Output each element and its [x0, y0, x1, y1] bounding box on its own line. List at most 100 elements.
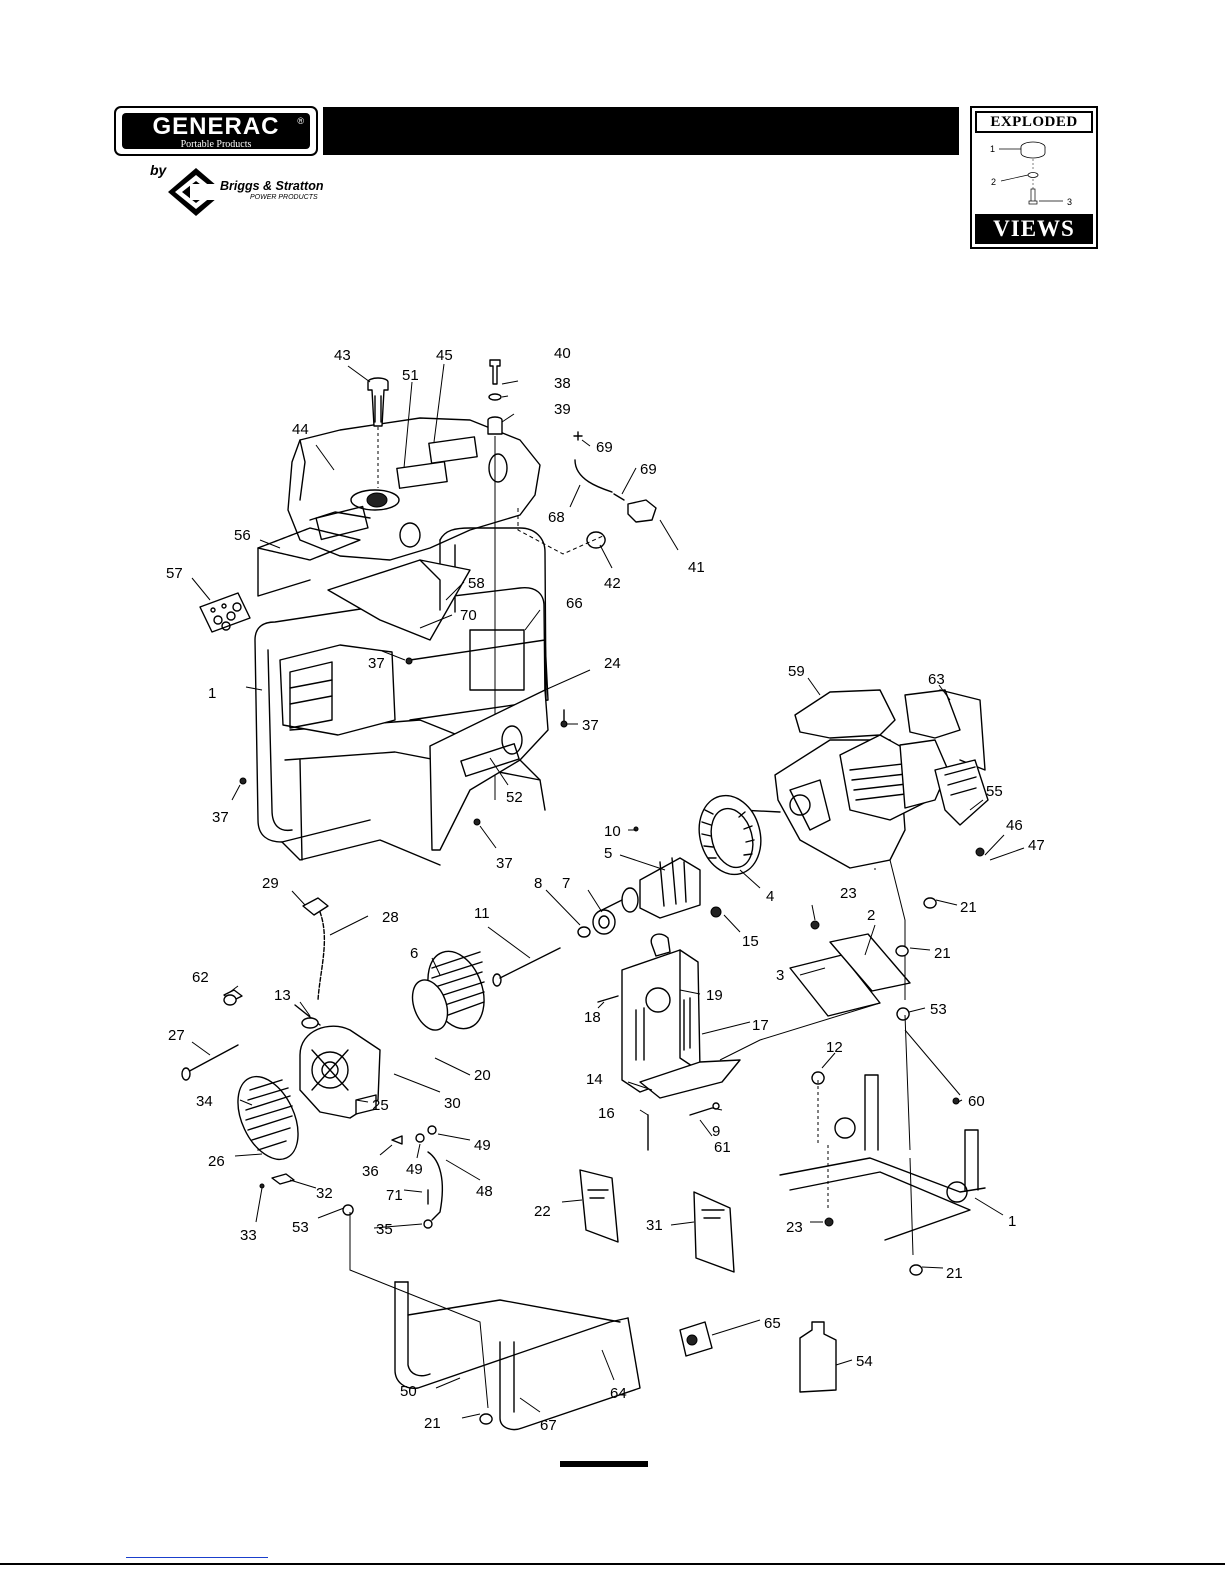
callout-47: 47 — [1028, 837, 1045, 854]
stud-bolt — [492, 947, 561, 987]
brush-assembly — [223, 897, 329, 1029]
callout-33: 33 — [240, 1227, 257, 1244]
callout-16: 16 — [598, 1105, 615, 1122]
callout-37-shield: 37 — [368, 655, 385, 672]
rotor — [597, 857, 701, 919]
callout-23-bottom: 23 — [786, 1219, 803, 1236]
page-tab-marker — [560, 1461, 648, 1467]
callout-52: 52 — [506, 789, 523, 806]
callout-57: 57 — [166, 565, 183, 582]
callout-28: 28 — [382, 909, 399, 926]
callout-37-right: 37 — [582, 717, 599, 734]
callout-22: 22 — [534, 1203, 551, 1220]
fuel-line-assembly — [517, 431, 657, 555]
callout-40: 40 — [554, 345, 571, 362]
callout-12: 12 — [826, 1039, 843, 1056]
callout-65: 65 — [764, 1315, 781, 1332]
callout-14: 14 — [586, 1071, 603, 1088]
through-bolt — [181, 1044, 239, 1081]
callout-leaders — [191, 363, 1025, 1419]
views-label: VIEWS — [975, 214, 1093, 244]
callout-63: 63 — [928, 671, 945, 688]
callout-37-left: 37 — [212, 809, 229, 826]
callout-53-right: 53 — [930, 1001, 947, 1018]
callout-68: 68 — [548, 509, 565, 526]
callout-38: 38 — [554, 375, 571, 392]
callout-46: 46 — [1006, 817, 1023, 834]
mini-callout-1: 1 — [990, 144, 995, 154]
manuals — [579, 1169, 735, 1273]
callouts: 1 1 2 3 4 5 6 7 8 9 10 11 12 13 14 15 16… — [166, 345, 1045, 1434]
control-panel-box — [279, 644, 396, 736]
callout-42: 42 — [604, 575, 621, 592]
callout-50: 50 — [400, 1383, 417, 1400]
generac-brand-subtitle: Portable Products — [180, 139, 252, 150]
callout-3: 3 — [776, 967, 784, 984]
mini-callout-3: 3 — [1067, 197, 1072, 207]
end-cover-grille — [237, 1075, 299, 1161]
briggs-stratton-name: Briggs & Stratton — [220, 179, 324, 193]
callout-37-panel: 37 — [496, 855, 513, 872]
callout-64: 64 — [610, 1385, 627, 1402]
callout-70: 70 — [460, 607, 477, 624]
callout-71: 71 — [386, 1187, 403, 1204]
callout-30: 30 — [444, 1095, 461, 1112]
callout-31: 31 — [646, 1217, 663, 1234]
callout-34: 34 — [196, 1093, 213, 1110]
cradle-right — [779, 1074, 986, 1241]
callout-55: 55 — [986, 783, 1003, 800]
callout-44: 44 — [292, 421, 309, 438]
callout-18: 18 — [584, 1009, 601, 1026]
callout-53-left: 53 — [292, 1219, 309, 1236]
callout-21-cradle: 21 — [946, 1265, 963, 1282]
decal-sheets — [257, 527, 549, 721]
callout-4: 4 — [766, 888, 774, 905]
callout-35: 35 — [376, 1221, 393, 1238]
generac-logo: GENERAC ® Portable Products — [114, 106, 318, 156]
callout-69-bottom: 69 — [640, 461, 657, 478]
footer-link-underline[interactable] — [126, 1557, 268, 1558]
callout-6: 6 — [410, 945, 418, 962]
callout-19: 19 — [706, 987, 723, 1004]
plug-adapter — [679, 1321, 713, 1357]
callout-11: 11 — [474, 905, 490, 922]
exploded-label: EXPLODED — [975, 111, 1093, 133]
fuel-tank — [287, 417, 541, 561]
by-label: by — [150, 162, 167, 178]
registered-mark: ® — [297, 116, 304, 126]
callout-26: 26 — [208, 1153, 225, 1170]
callout-36: 36 — [362, 1163, 379, 1180]
side-panel — [429, 689, 549, 851]
callout-5: 5 — [604, 845, 612, 862]
briggs-stratton-subtitle: POWER PRODUCTS — [250, 194, 318, 201]
callout-58: 58 — [468, 575, 485, 592]
stator-cylinder — [411, 950, 485, 1031]
outlet-panel — [199, 592, 251, 633]
callout-48: 48 — [476, 1183, 493, 1200]
callout-60: 60 — [968, 1093, 985, 1110]
callout-67: 67 — [540, 1417, 557, 1434]
callout-1-frame: 1 — [208, 685, 216, 702]
callout-66: 66 — [566, 595, 583, 612]
callout-27: 27 — [168, 1027, 185, 1044]
exploded-views-badge: EXPLODED 1 2 3 VIEWS — [970, 106, 1098, 249]
callout-21-left: 21 — [424, 1415, 441, 1432]
generac-brand-name: GENERAC — [152, 113, 280, 140]
callout-23-top: 23 — [840, 885, 857, 902]
callout-29: 29 — [262, 875, 279, 892]
mini-callout-2: 2 — [991, 177, 996, 187]
callout-21-plate: 21 — [934, 945, 951, 962]
oil-bottle — [799, 1321, 837, 1393]
callout-59: 59 — [788, 663, 805, 680]
callout-10: 10 — [604, 823, 621, 840]
title-bar — [323, 107, 959, 155]
callout-13: 13 — [274, 987, 291, 1004]
callout-21-engine: 21 — [960, 899, 977, 916]
callout-2: 2 — [867, 907, 875, 924]
muffler — [621, 933, 741, 1099]
callout-51: 51 — [402, 367, 419, 384]
footer-rule — [0, 1563, 1225, 1565]
callout-15: 15 — [742, 933, 759, 950]
callout-62: 62 — [192, 969, 209, 986]
